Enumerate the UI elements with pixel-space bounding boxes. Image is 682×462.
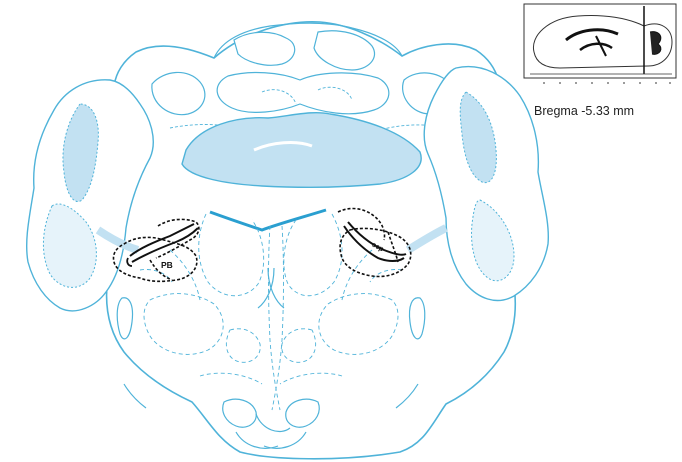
coronal-section: PB scp bbox=[27, 22, 549, 459]
sagittal-inset bbox=[524, 4, 676, 84]
pb-label: PB bbox=[161, 260, 173, 270]
bregma-label: Bregma -5.33 mm bbox=[534, 104, 634, 118]
